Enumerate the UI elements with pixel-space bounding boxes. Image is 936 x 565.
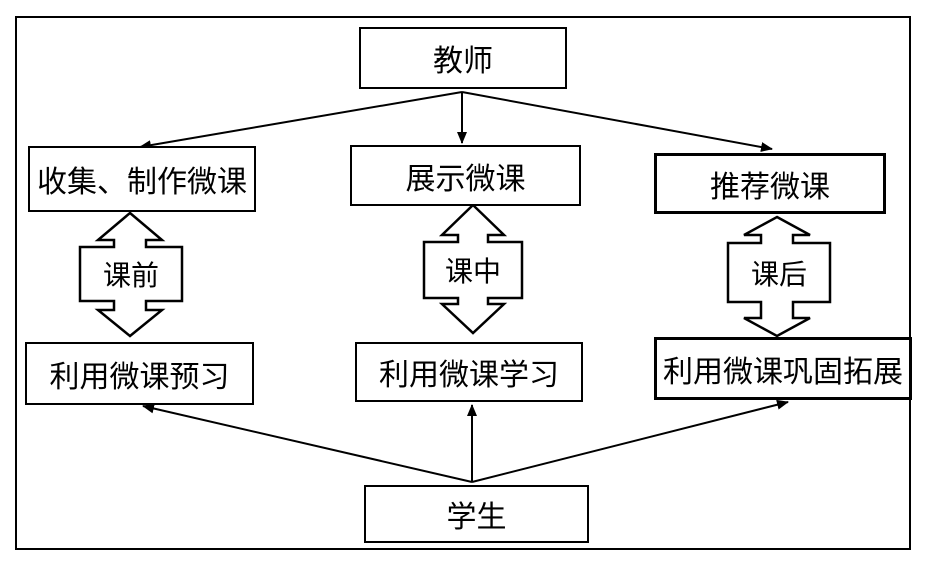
collect-box: 收集、制作微课 [28, 146, 256, 212]
recommend-box: 推荐微课 [654, 153, 886, 214]
collect-label: 收集、制作微课 [37, 165, 247, 200]
student-label: 学生 [446, 500, 507, 535]
double-arrow-after [726, 215, 832, 338]
double-arrow-during [422, 203, 524, 335]
student-box: 学生 [364, 485, 589, 543]
learn-box: 利用微课学习 [355, 342, 583, 402]
arrow-teacher-to-collect [139, 91, 463, 151]
recommend-label: 推荐微课 [710, 169, 830, 205]
preview-label: 利用微课预习 [49, 359, 230, 395]
arrow-teacher-to-recommend [461, 91, 773, 152]
teacher-label: 教师 [433, 44, 493, 79]
phase-after-label: 课后 [750, 257, 807, 291]
show-label: 展示微课 [405, 161, 526, 197]
arrow-student-to-preview [142, 403, 473, 483]
learn-label: 利用微课学习 [379, 358, 559, 393]
teacher-box: 教师 [359, 27, 567, 89]
diagram-frame [15, 16, 911, 550]
consolidate-box: 利用微课巩固拓展 [654, 337, 912, 400]
arrow-student-to-consolidate [471, 399, 789, 483]
show-box: 展示微课 [350, 145, 581, 206]
double-arrow-before [78, 211, 184, 338]
phase-before-label: 课前 [102, 259, 159, 292]
preview-box: 利用微课预习 [25, 342, 254, 405]
consolidate-label: 利用微课巩固拓展 [663, 354, 903, 390]
phase-during-label: 课中 [444, 255, 501, 288]
